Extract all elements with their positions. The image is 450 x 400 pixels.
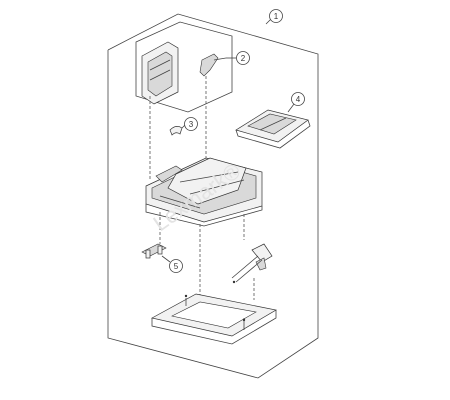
svg-text:2: 2 bbox=[241, 54, 246, 63]
callout-3-part: 3 bbox=[169, 117, 198, 136]
callout-5-part: 5 bbox=[141, 243, 183, 273]
callout-4-tray: 4 bbox=[235, 92, 311, 149]
cable-connector bbox=[231, 243, 273, 284]
base-frame bbox=[151, 293, 277, 345]
svg-text:4: 4 bbox=[296, 95, 301, 104]
main-adf-body bbox=[145, 157, 263, 227]
svg-text:1: 1 bbox=[274, 12, 279, 21]
svg-text:3: 3 bbox=[189, 120, 194, 129]
outer-frame bbox=[107, 13, 319, 379]
subassembly-2-box: 2 bbox=[135, 21, 250, 113]
svg-text:5: 5 bbox=[174, 262, 179, 271]
callout-1: 1 bbox=[265, 9, 283, 25]
